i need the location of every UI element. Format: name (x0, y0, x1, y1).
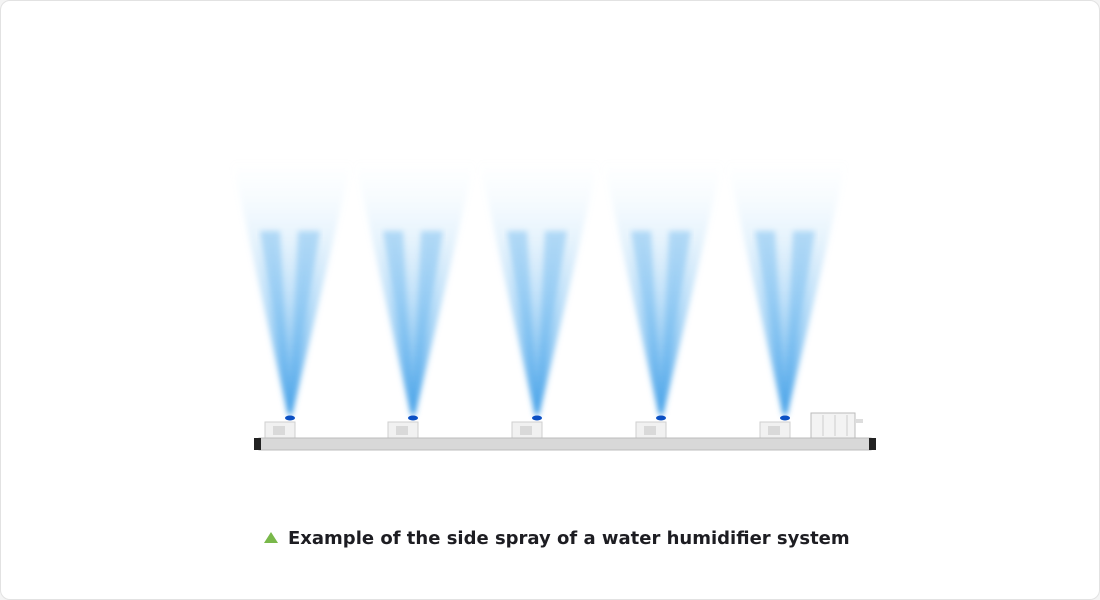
water-spray-cone (479, 161, 599, 415)
spray-nozzle-unit (479, 161, 599, 439)
caption-text: Example of the side spray of a water hum… (288, 528, 850, 549)
nozzle-head (532, 415, 542, 421)
control-box (810, 412, 863, 439)
pipe-end-left (254, 438, 261, 450)
spray-streak (537, 231, 567, 415)
pipe (258, 437, 872, 451)
pipe-end-right (869, 438, 876, 450)
spray-streak (290, 231, 320, 415)
figure-caption: Example of the side spray of a water hum… (264, 528, 850, 549)
water-spray-cone (355, 161, 475, 415)
spray-streak (260, 231, 290, 415)
water-spray-cone (727, 161, 847, 415)
nozzle-head (408, 415, 418, 421)
water-spray-cone (232, 161, 352, 415)
spray-nozzle-unit (727, 161, 847, 439)
spray-streak (383, 231, 413, 415)
spray-streak (413, 231, 443, 415)
water-spray-cone (603, 161, 723, 415)
nozzle-head (656, 415, 666, 421)
nozzle-head (780, 415, 790, 421)
spray-streak (661, 231, 691, 415)
nozzle-head (285, 415, 295, 421)
spray-nozzle-unit (603, 161, 723, 439)
spray-streak (631, 231, 661, 415)
spray-streak (755, 231, 785, 415)
spray-streak (507, 231, 537, 415)
spray-nozzle-unit (232, 161, 352, 439)
triangle-marker-icon (264, 532, 278, 543)
spray-nozzle-unit (355, 161, 475, 439)
spray-streak (785, 231, 815, 415)
